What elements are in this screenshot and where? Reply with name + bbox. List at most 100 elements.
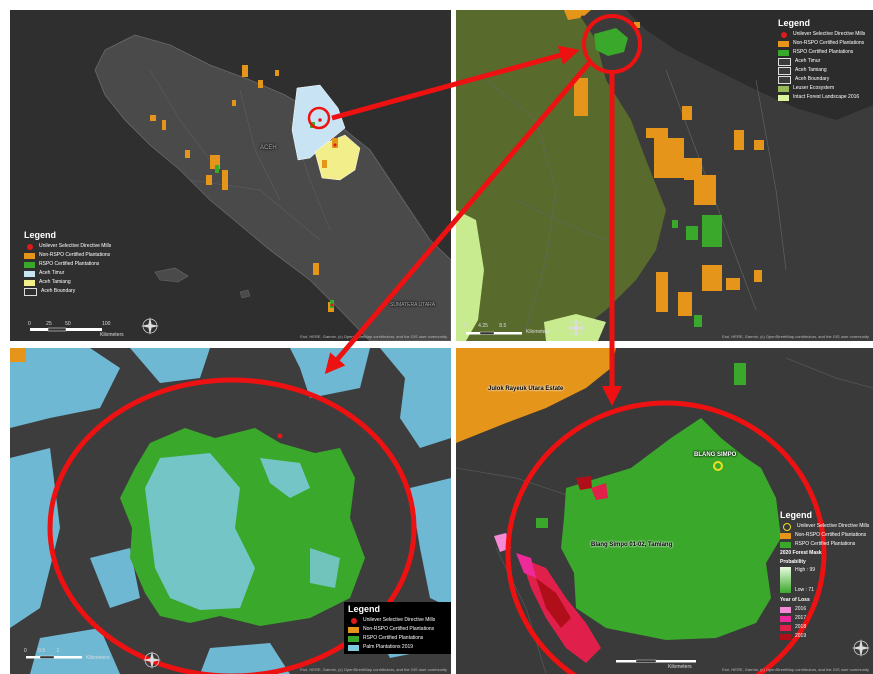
- legend-item: Aceh Timur: [24, 269, 111, 278]
- probability-ramp: High : 99 Low : 71: [780, 567, 869, 593]
- legend-swatch: [24, 252, 35, 259]
- mill-dot: [277, 433, 283, 439]
- legend-item: Non-RSPO Certified Plantations: [780, 531, 869, 540]
- map-credit: Esri, HERE, Garmin, (c) OpenStreetMap co…: [722, 667, 869, 672]
- legend-label: RSPO Certified Plantations: [363, 635, 424, 641]
- orange-top: [568, 10, 591, 16]
- legend-panel3: Legend Unilever Selective Directive Mill…: [344, 602, 451, 654]
- loss-title: Year of Loss: [780, 597, 810, 603]
- legend-item: Unilever Selective Directive Mills: [780, 522, 869, 531]
- loss-legend-item: 2018: [780, 623, 869, 632]
- legend-item: Unilever Selective Directive Mills: [348, 616, 448, 625]
- legend-item: Palm Plantations 2019: [348, 643, 448, 652]
- legend-item: RSPO Certified Plantations: [348, 634, 448, 643]
- palm-inside-block-2: [260, 458, 310, 498]
- map-panel-district-zoom[interactable]: Legend Unilever Selective Directive Mill…: [456, 10, 873, 341]
- north-arrow-icon: [143, 651, 161, 669]
- legend-item: RSPO Certified Plantations: [24, 260, 111, 269]
- legend-item: Leuser Ecosystem: [778, 84, 865, 93]
- scale-bar: [616, 659, 696, 663]
- legend-swatch: [778, 40, 789, 47]
- legend-ring-icon: [783, 522, 791, 531]
- legend-label: Non-RSPO Certified Plantations: [363, 626, 435, 632]
- legend-label: Non-RSPO Certified Plantations: [793, 40, 865, 46]
- scale-unit: Kilometers: [86, 655, 110, 661]
- map-panel-aceh-overview[interactable]: ACEH SUMATERA UTARA Legend Unilever Sele…: [10, 10, 451, 341]
- palm-plantation-map: [10, 348, 451, 674]
- estate-blang-simpo: [594, 28, 628, 56]
- scale-ticks: 0 25 50 100: [28, 321, 110, 327]
- legend-swatch: [780, 541, 791, 548]
- legend-label: RSPO Certified Plantations: [793, 49, 854, 55]
- legend-item: Aceh Timur: [778, 57, 865, 66]
- label-julok-rayeuk-estate: Julok Rayeuk Utara Estate: [488, 386, 564, 392]
- legend-swatch: [780, 624, 791, 631]
- legend-item: Intact Forest Landscape 2016: [778, 93, 865, 102]
- map-credit: Esri, HERE, Garmin, (c) OpenStreetMap co…: [300, 667, 447, 672]
- legend-item: Non-RSPO Certified Plantations: [778, 39, 865, 48]
- palm-inside-block: [145, 453, 255, 610]
- legend-swatch: [780, 615, 791, 622]
- legend-panel2: Legend Unilever Selective Directive Mill…: [778, 18, 865, 102]
- scale-bar: [26, 655, 82, 659]
- legend-title: Legend: [778, 18, 811, 28]
- legend-swatch: [24, 279, 35, 286]
- prob-high: High : 99: [795, 567, 816, 573]
- green-patch: [734, 363, 746, 385]
- palm-plantation-scatter: [10, 348, 451, 674]
- rspo-patches: [672, 215, 722, 327]
- legend-item: RSPO Certified Plantations: [780, 540, 869, 549]
- island-banyak: [239, 289, 251, 299]
- label-blang-simpo-plantation: Blang Simpo 01-02, Tamiang: [591, 542, 673, 548]
- legend-item: Non-RSPO Certified Plantations: [348, 625, 448, 634]
- legend-swatch: [780, 532, 791, 539]
- legend-label: Unilever Selective Directive Mills: [363, 617, 436, 623]
- forest-loss-map: [456, 348, 873, 674]
- legend-item: Unilever Selective Directive Mills: [24, 242, 111, 251]
- legend-label: RSPO Certified Plantations: [39, 261, 100, 267]
- scale-tick: 1: [56, 648, 60, 654]
- mill-ring: [713, 461, 723, 471]
- scale-tick: 50: [65, 321, 71, 327]
- legend-item: Unilever Selective Directive Mills: [778, 30, 865, 39]
- island-simeulue: [154, 267, 189, 283]
- highlight-circle: [505, 400, 827, 674]
- sea-area: [626, 10, 873, 120]
- highlight-circle: [47, 377, 417, 674]
- legend-swatch: [778, 66, 791, 75]
- scale-tick: 0.5: [38, 648, 46, 654]
- map-panel-palm-plantations[interactable]: Legend Unilever Selective Directive Mill…: [10, 348, 451, 674]
- legend-label: Unilever Selective Directive Mills: [39, 243, 112, 249]
- legend-swatch: [778, 49, 789, 56]
- scale-tick: 0: [464, 323, 467, 329]
- loss-legend-item: 2017: [780, 614, 869, 623]
- region-label-aceh: ACEH: [260, 145, 277, 151]
- legend-dot-icon: [351, 617, 357, 624]
- map-credit: Esri, HERE, Garmin, (c) OpenStreetMap co…: [722, 334, 869, 339]
- map-credit: Esri, HERE, Garmin, (c) OpenStreetMap co…: [300, 334, 447, 339]
- map-panel-forest-loss[interactable]: Julok Rayeuk Utara Estate BLANG SIMPO Bl…: [456, 348, 873, 674]
- legend-swatch: [778, 94, 789, 101]
- legend-swatch: [778, 75, 791, 84]
- legend-label: Aceh Timur: [795, 58, 821, 64]
- legend-item: Aceh Tamiang: [778, 66, 865, 75]
- legend-swatch: [780, 606, 791, 613]
- legend-label: Aceh Boundary: [41, 288, 76, 294]
- legend-dot-icon: [781, 31, 787, 38]
- estate-julok-rayeuk: [456, 348, 616, 443]
- legend-swatch: [778, 57, 791, 66]
- legend-swatch: [778, 85, 789, 92]
- scale-unit: Kilometers: [100, 332, 124, 338]
- legend-item: Aceh Tamiang: [24, 278, 111, 287]
- legend-label: Non-RSPO Certified Plantations: [39, 252, 111, 258]
- legend-item: Non-RSPO Certified Plantations: [24, 251, 111, 260]
- legend-panel4: Legend Unilever Selective Directive Mill…: [780, 510, 869, 641]
- scale-tick: 0: [24, 648, 27, 654]
- legend-label: Intact Forest Landscape 2016: [793, 94, 860, 100]
- green-patch: [536, 518, 548, 528]
- non-rspo-patches: [574, 22, 764, 316]
